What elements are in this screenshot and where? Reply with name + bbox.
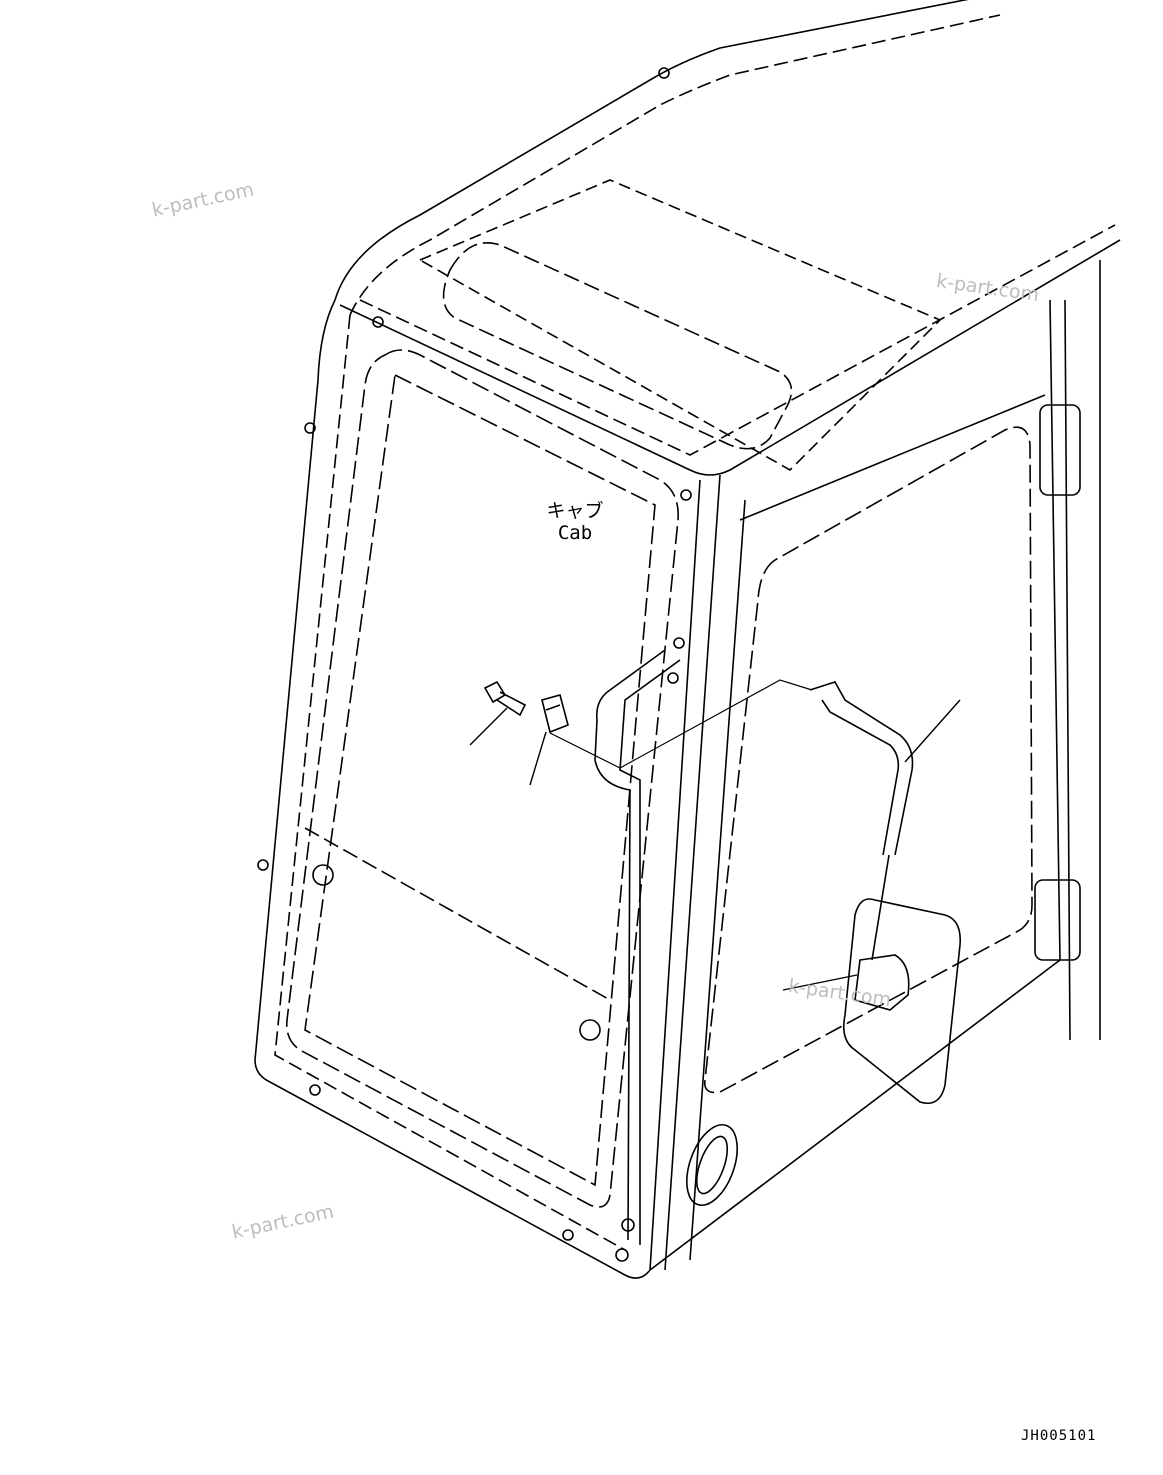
hinge-upper bbox=[1039, 404, 1081, 496]
roof-front-edge bbox=[339, 239, 1121, 476]
lamp-inner bbox=[695, 1135, 729, 1195]
left-pillar-inner bbox=[274, 314, 626, 1251]
handrail bbox=[594, 649, 681, 1245]
bracket-part bbox=[541, 694, 569, 734]
window-divider bbox=[304, 827, 611, 1001]
door-frame bbox=[649, 299, 1061, 1271]
left-pillar bbox=[254, 299, 701, 1279]
roof-front-inner bbox=[359, 224, 1116, 456]
mirror-rod bbox=[871, 854, 890, 961]
skylight bbox=[442, 241, 793, 450]
bolt-part bbox=[483, 680, 527, 717]
roof-panel bbox=[418, 179, 942, 471]
assembly-line bbox=[549, 679, 813, 769]
mirror bbox=[842, 898, 962, 1104]
cab-label-jp: キャブ bbox=[546, 500, 604, 522]
cab-label-en: Cab bbox=[557, 522, 593, 544]
roof-inner-edge bbox=[349, 14, 1001, 316]
front-pillar bbox=[664, 474, 746, 1271]
lamp bbox=[686, 1124, 738, 1206]
left-window-inner bbox=[304, 373, 656, 1187]
roof-edge bbox=[334, 0, 969, 301]
cab-side-right bbox=[1064, 260, 1101, 1041]
mirror-mount bbox=[854, 954, 910, 1011]
leader-lines bbox=[469, 699, 961, 991]
door-window bbox=[703, 426, 1033, 1094]
hinge-lower bbox=[1034, 879, 1081, 961]
mirror-stay bbox=[809, 681, 914, 856]
rivets bbox=[257, 67, 692, 1262]
left-window bbox=[285, 349, 679, 1208]
drawing-code: JH005101 bbox=[1021, 1428, 1097, 1444]
cab-label: キャブ Cab bbox=[535, 500, 615, 544]
